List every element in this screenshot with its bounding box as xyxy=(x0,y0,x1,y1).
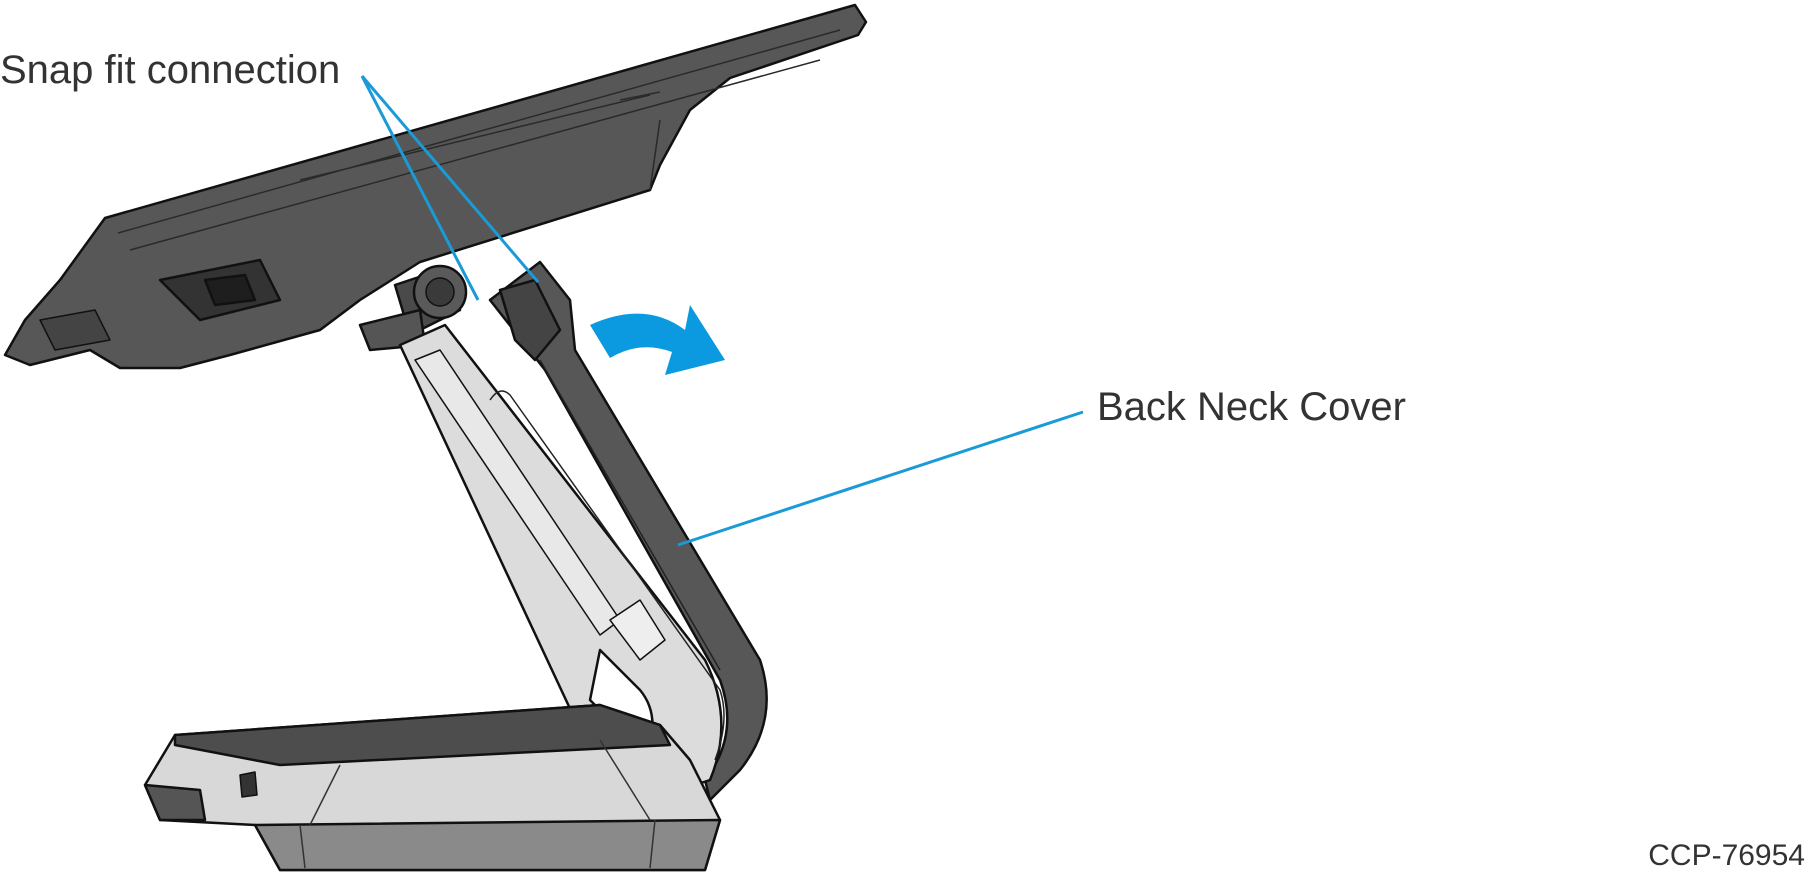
figure-code: CCP-76954 xyxy=(1648,839,1805,872)
snap-callout-line-2 xyxy=(360,75,540,283)
snap-callout-line-1 xyxy=(360,75,480,301)
display-head xyxy=(3,3,868,370)
callout-lines xyxy=(360,75,1084,547)
base xyxy=(143,703,722,872)
neck-arm xyxy=(398,323,725,802)
snap-fit-label: Snap fit connection xyxy=(0,48,341,92)
back-neck-cover-label: Back Neck Cover xyxy=(1097,385,1406,429)
back-neck-cover xyxy=(488,260,768,802)
neck-callout-line xyxy=(677,410,1084,547)
curved-arrow-icon xyxy=(590,305,725,375)
